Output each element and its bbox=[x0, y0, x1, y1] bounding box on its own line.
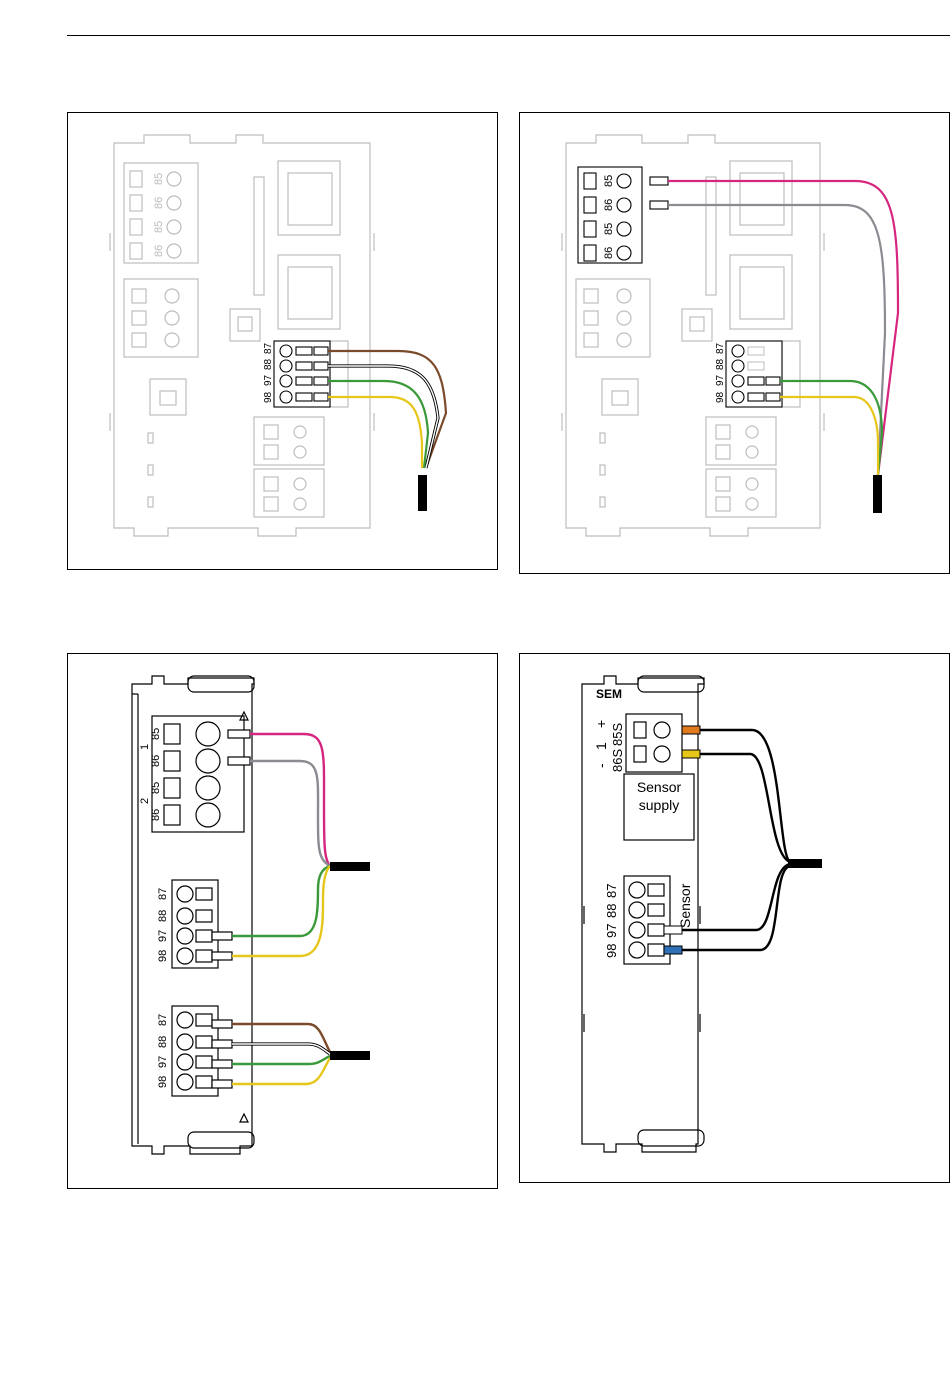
wire-yellow bbox=[232, 866, 330, 956]
wire-brown bbox=[232, 1024, 330, 1052]
label-87: 87 bbox=[263, 342, 274, 354]
label-87: 87 bbox=[715, 342, 726, 354]
ferrule-orange bbox=[682, 726, 700, 734]
sensor-label: Sensor bbox=[677, 883, 693, 928]
label-97: 97 bbox=[263, 374, 274, 386]
sensor-supply-label-2: supply bbox=[639, 797, 679, 813]
diagram-panel-top-right: 85 86 85 86 87 88 97 98 bbox=[519, 112, 950, 574]
label-97: 97 bbox=[604, 924, 619, 938]
label-87: 87 bbox=[157, 1014, 169, 1026]
label-86: 86 bbox=[153, 245, 165, 257]
label-86: 86 bbox=[150, 755, 162, 767]
wire-brown bbox=[328, 351, 446, 468]
minus-label: - bbox=[593, 763, 609, 768]
label-88: 88 bbox=[157, 910, 169, 922]
label-85s: 85S bbox=[610, 723, 625, 746]
label-85: 85 bbox=[153, 173, 165, 185]
label-97: 97 bbox=[157, 930, 169, 942]
sem-label: SEM bbox=[596, 687, 622, 701]
wire-yellow bbox=[780, 397, 878, 475]
cable-sleeve-icon bbox=[788, 859, 822, 868]
label-86: 86 bbox=[603, 247, 615, 259]
wire-black-2 bbox=[700, 754, 790, 862]
ferrule-blue bbox=[664, 946, 682, 954]
label-98: 98 bbox=[157, 950, 169, 962]
cable-sleeve-icon bbox=[873, 475, 882, 513]
label-88: 88 bbox=[715, 358, 726, 370]
page-header-rule bbox=[67, 35, 950, 36]
label-86: 86 bbox=[603, 199, 615, 211]
label-87: 87 bbox=[604, 884, 619, 898]
diagram-panel-top-left: 85 86 85 86 87 88 97 98 bbox=[67, 112, 498, 570]
wire-green bbox=[232, 866, 330, 936]
slot-label-1: 1 bbox=[139, 744, 151, 750]
one-label: 1 bbox=[593, 742, 609, 750]
wiring-diagram-a: 85 86 85 86 87 88 97 98 bbox=[68, 113, 499, 571]
label-88: 88 bbox=[263, 358, 274, 370]
plus-label: + bbox=[593, 720, 609, 728]
cable-sleeve-icon bbox=[330, 1051, 370, 1060]
wire-green bbox=[780, 381, 882, 475]
label-98: 98 bbox=[157, 1076, 169, 1088]
label-85: 85 bbox=[150, 782, 162, 794]
label-86s: 86S bbox=[610, 749, 625, 772]
label-98: 98 bbox=[604, 944, 619, 958]
label-88: 88 bbox=[604, 904, 619, 918]
label-97: 97 bbox=[715, 374, 726, 386]
label-86: 86 bbox=[150, 809, 162, 821]
wiring-diagram-c: 85 86 85 86 1 2 87 88 97 98 87 88 97 98 bbox=[68, 654, 499, 1190]
label-97: 97 bbox=[157, 1056, 169, 1068]
diagram-panel-bottom-left: 85 86 85 86 1 2 87 88 97 98 87 88 97 98 bbox=[67, 653, 498, 1189]
wire-grey bbox=[250, 761, 330, 866]
sensor-supply-label-1: Sensor bbox=[637, 779, 682, 795]
label-98: 98 bbox=[263, 391, 274, 403]
wiring-diagram-b: 85 86 85 86 87 88 97 98 bbox=[520, 113, 950, 575]
label-85: 85 bbox=[603, 175, 615, 187]
cable-sleeve-icon bbox=[330, 862, 370, 871]
label-85: 85 bbox=[153, 221, 165, 233]
ferrule-white bbox=[664, 926, 682, 934]
ferrule-yellow bbox=[682, 750, 700, 758]
label-88: 88 bbox=[157, 1036, 169, 1048]
cable-sleeve-icon bbox=[418, 475, 427, 511]
label-86: 86 bbox=[153, 197, 165, 209]
slot-label-2: 2 bbox=[139, 798, 151, 804]
label-85: 85 bbox=[603, 223, 615, 235]
label-85: 85 bbox=[150, 728, 162, 740]
label-87: 87 bbox=[157, 888, 169, 900]
wire-green bbox=[232, 1056, 330, 1064]
wire-green bbox=[328, 381, 428, 468]
label-98: 98 bbox=[715, 391, 726, 403]
diagram-panel-bottom-right: SEM + 1 - 85S 86S Sensor supply 87 88 97… bbox=[519, 653, 950, 1183]
wire-yellow bbox=[328, 397, 422, 468]
wiring-diagram-d: SEM + 1 - 85S 86S Sensor supply 87 88 97… bbox=[520, 654, 950, 1184]
